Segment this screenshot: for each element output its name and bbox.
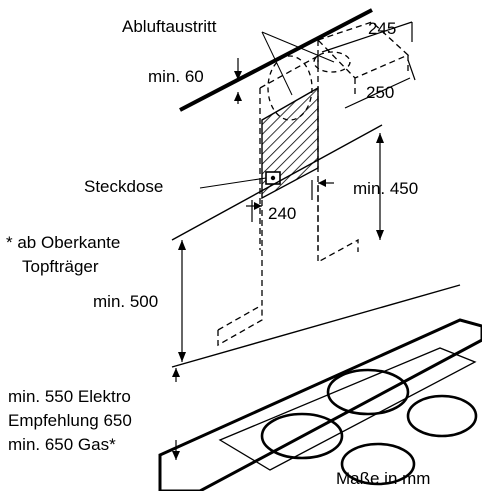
- label-dim-250: 250: [366, 83, 394, 102]
- ceiling-line: [179, 8, 373, 112]
- cooktop: [158, 318, 482, 493]
- hood-reference-lines: [171, 124, 461, 368]
- dimension-240: [246, 179, 334, 222]
- label-units: Maße in mm: [336, 469, 430, 488]
- label-note-line2: Topfträger: [22, 257, 99, 276]
- label-min-60: min. 60: [148, 67, 204, 86]
- dimension-min-60: [234, 58, 242, 104]
- dimension-250: [344, 59, 416, 109]
- dimension-min-500: [178, 240, 186, 362]
- dimension-min-450: [376, 133, 384, 240]
- dimension-min-550: [172, 368, 180, 460]
- label-note-line1: * ab Oberkante: [6, 233, 120, 252]
- hatched-installation-zone: [261, 86, 319, 200]
- label-dim-240: 240: [268, 204, 296, 223]
- dimension-245: [321, 21, 413, 53]
- exhaust-outlet-outline: [313, 21, 410, 96]
- chimney-lower-outline: [217, 185, 359, 347]
- label-req-line1: min. 550 Elektro: [8, 387, 131, 406]
- label-socket: Steckdose: [84, 177, 163, 196]
- label-req-line2: Empfehlung 650: [8, 411, 132, 430]
- label-exhaust-outlet: Abluftaustritt: [122, 17, 217, 36]
- label-dim-245: 245: [368, 19, 396, 38]
- label-req-line3: min. 650 Gas*: [8, 435, 116, 454]
- label-min-500: min. 500: [93, 292, 158, 311]
- label-min-450: min. 450: [353, 179, 418, 198]
- leader-lines: [199, 31, 335, 189]
